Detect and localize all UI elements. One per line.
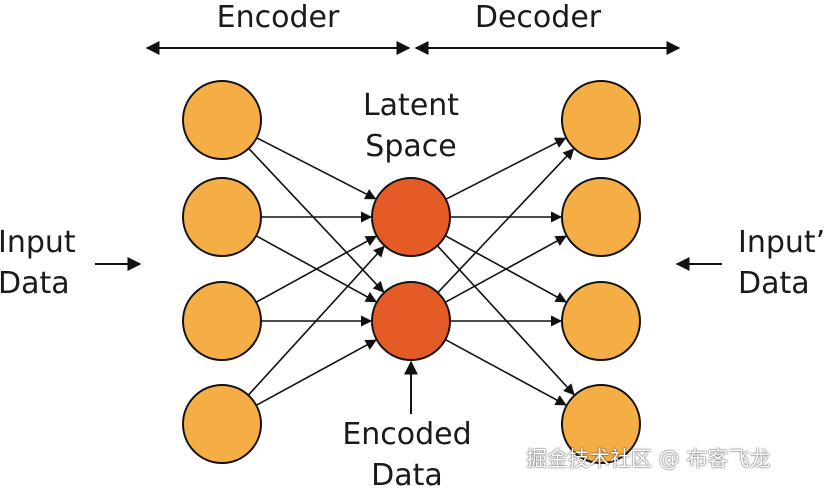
connection-l0-0-to-1: [248, 147, 385, 293]
output-data-label: Input’ Data: [738, 222, 825, 304]
output-layer-node-2: [561, 177, 641, 257]
input-layer-node-4: [182, 384, 262, 464]
output-layer-node-1: [561, 80, 641, 160]
connection-l0-3-to-0: [247, 245, 385, 396]
connection-l1-0-to-3: [436, 245, 575, 396]
nodes: [182, 80, 641, 464]
input-label-line-1: Input: [0, 225, 76, 260]
encoded-label-line-2: Data: [371, 458, 443, 493]
input-label-line-2: Data: [0, 266, 70, 301]
watermark: 掘金技术社区 @ 布客飞龙: [526, 447, 771, 471]
output-label-line-1: Input’: [738, 225, 826, 260]
latent-label-line-1: Latent: [362, 88, 460, 123]
output-layer-node-3: [561, 281, 641, 361]
connection-l1-1-to-1: [444, 235, 567, 304]
input-layer-node-2: [182, 177, 262, 257]
input-data-label: Input Data: [0, 222, 76, 304]
encoder-label: Encoder: [216, 0, 340, 35]
latent-layer-node-1: [371, 177, 451, 257]
connection-l0-2-to-0: [255, 235, 377, 303]
encoded-data-label: Encoded Data: [307, 414, 507, 496]
output-layer-node-4: [561, 384, 641, 464]
connection-l1-1-to-0: [437, 148, 575, 294]
input-layer-node-3: [182, 281, 262, 361]
encoded-label-line-1: Encoded: [342, 417, 472, 452]
connection-l0-0-to-0: [256, 137, 377, 200]
decoder-label: Decoder: [474, 0, 602, 35]
latent-layer-node-2: [371, 281, 451, 361]
connection-l1-0-to-0: [445, 137, 567, 201]
output-label-line-2: Data: [738, 266, 810, 301]
latent-label-line-2: Space: [365, 129, 457, 164]
latent-space-label: Latent Space: [331, 85, 491, 167]
input-layer-node-1: [182, 80, 262, 160]
connection-l1-1-to-3: [444, 338, 567, 406]
connection-l0-3-to-1: [255, 339, 377, 407]
connections: [247, 137, 575, 407]
